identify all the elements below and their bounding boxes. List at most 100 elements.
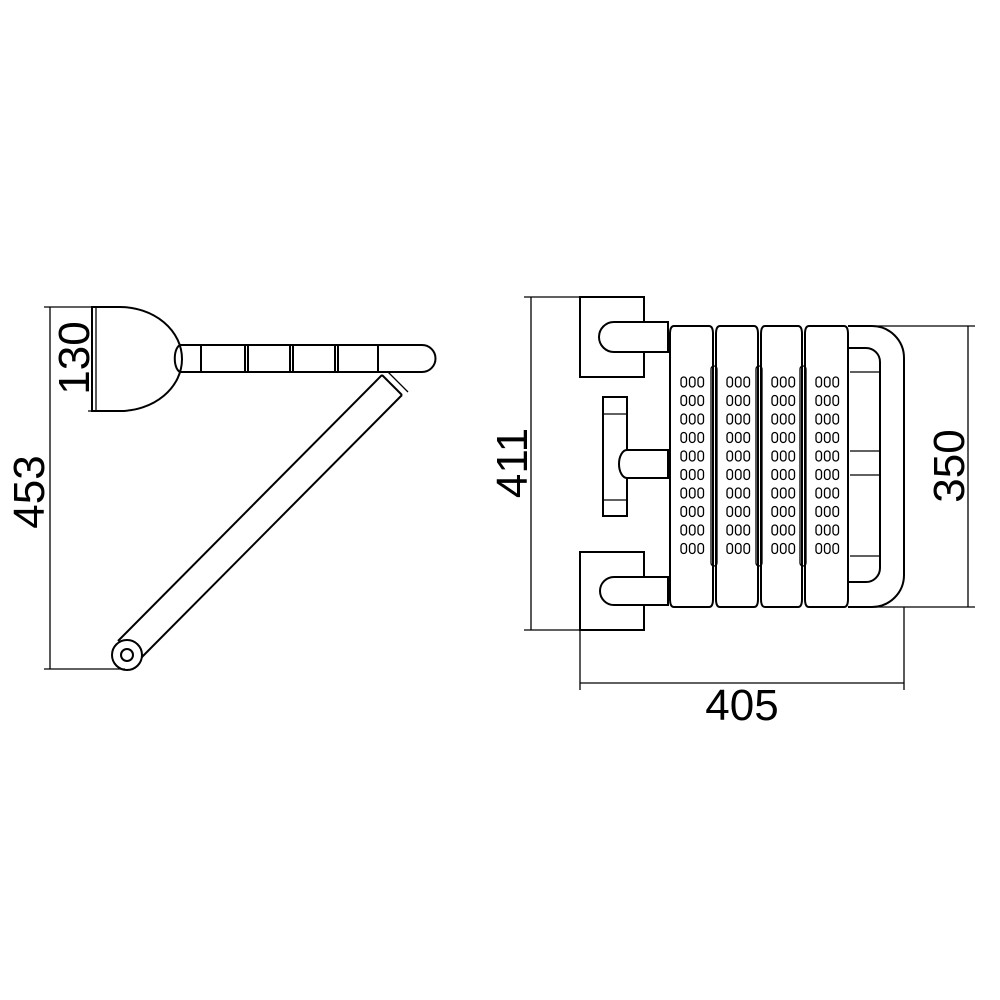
vent-hole — [823, 431, 831, 444]
vent-hole — [815, 376, 823, 388]
vent-hole — [788, 450, 796, 462]
vent-hole — [832, 487, 840, 499]
vent-hole — [779, 505, 787, 518]
vent-hole — [832, 413, 840, 425]
vent-hole — [815, 450, 823, 462]
vent-hole — [779, 524, 787, 536]
vent-hole — [726, 505, 734, 518]
vent-hole — [771, 468, 779, 481]
front-top-bracket — [579, 296, 669, 378]
vent-hole — [815, 413, 823, 425]
vent-hole — [832, 505, 840, 518]
front-seat-slats — [669, 325, 849, 608]
vent-hole — [734, 487, 742, 499]
seat-slat — [669, 325, 714, 608]
vent-hole — [788, 376, 796, 388]
vent-hole — [815, 505, 823, 518]
vent-hole — [815, 468, 823, 481]
vent-hole — [771, 487, 779, 499]
vent-hole — [734, 505, 742, 518]
vent-hole — [688, 376, 696, 388]
seat-slat — [755, 325, 803, 608]
vent-hole — [788, 468, 796, 481]
vent-hole — [680, 413, 688, 425]
vent-hole — [771, 413, 779, 425]
side-support-leg — [111, 371, 409, 671]
vent-hole — [743, 450, 751, 462]
vent-hole — [743, 394, 751, 407]
front-bottom-bracket — [579, 551, 669, 631]
vent-hole — [688, 505, 696, 518]
vent-hole — [743, 487, 751, 499]
vent-hole — [697, 542, 705, 555]
vent-hole — [815, 542, 823, 555]
vent-hole — [688, 468, 696, 481]
vent-hole — [788, 431, 796, 444]
side-seat-rail — [173, 344, 437, 373]
dim-label-411: 411 — [488, 428, 537, 498]
dimension-side-overall-height — [44, 306, 125, 670]
vent-hole — [771, 542, 779, 555]
vent-hole — [771, 505, 779, 518]
vent-hole — [823, 487, 831, 499]
vent-hole — [779, 542, 787, 555]
vent-hole — [680, 450, 688, 462]
vent-hole — [726, 431, 734, 444]
vent-hole — [788, 542, 796, 555]
vent-hole — [726, 468, 734, 481]
vent-hole — [832, 394, 840, 407]
vent-hole — [743, 505, 751, 518]
vent-hole — [680, 524, 688, 536]
seat-slat — [799, 325, 849, 608]
vent-hole — [832, 468, 840, 481]
vent-hole — [743, 524, 751, 536]
vent-hole — [726, 524, 734, 536]
vent-hole — [771, 450, 779, 462]
vent-hole — [743, 468, 751, 481]
vent-hole — [726, 487, 734, 499]
vent-hole — [734, 468, 742, 481]
vent-hole — [734, 524, 742, 536]
vent-hole — [680, 468, 688, 481]
vent-hole — [680, 394, 688, 407]
vent-hole — [743, 542, 751, 555]
vent-hole — [726, 413, 734, 425]
vent-hole — [788, 487, 796, 499]
vent-hole — [680, 542, 688, 555]
vent-hole — [832, 376, 840, 388]
vent-hole — [743, 413, 751, 425]
vent-hole — [771, 376, 779, 388]
vent-hole — [726, 394, 734, 407]
vent-hole — [815, 431, 823, 444]
dim-label-405: 405 — [705, 681, 778, 730]
vent-hole — [734, 450, 742, 462]
dimension-front-overall-width — [579, 607, 905, 690]
vent-hole — [832, 542, 840, 555]
vent-hole — [815, 524, 823, 536]
vent-hole — [779, 431, 787, 444]
vent-hole — [734, 542, 742, 555]
vent-hole — [680, 431, 688, 444]
vent-hole — [823, 376, 831, 388]
dim-label-350: 350 — [925, 429, 974, 502]
vent-hole — [688, 413, 696, 425]
vent-hole — [788, 505, 796, 518]
vent-hole — [697, 376, 705, 388]
vent-hole — [823, 394, 831, 407]
vent-hole — [697, 505, 705, 518]
vent-hole — [823, 505, 831, 518]
vent-hole — [815, 394, 823, 407]
vent-hole — [697, 468, 705, 481]
vent-hole — [779, 394, 787, 407]
front-view: 411 350 405 — [488, 296, 975, 730]
vent-hole — [823, 413, 831, 425]
vent-hole — [743, 376, 751, 388]
vent-hole — [688, 450, 696, 462]
vent-hole — [688, 394, 696, 407]
vent-hole — [771, 394, 779, 407]
front-center-hinge — [602, 396, 669, 517]
vent-hole — [779, 487, 787, 499]
vent-hole — [680, 376, 688, 388]
side-wall-mount — [91, 306, 183, 412]
